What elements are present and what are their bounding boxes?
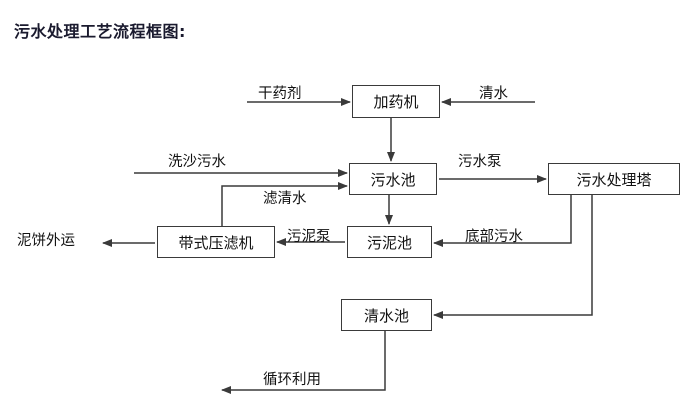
edge-label-wastewater-pump: 污水泵 [458,154,502,170]
node-clean-water-pool[interactable]: 清水池 [341,299,432,331]
node-dosing-machine[interactable]: 加药机 [352,85,440,118]
edge-label-sludge-pump: 污泥泵 [287,229,331,245]
node-label: 污水处理塔 [576,170,652,189]
node-label: 污水池 [370,170,416,189]
node-label: 加药机 [373,93,419,111]
node-belt-filter-press[interactable]: 带式压滤机 [157,226,275,258]
node-sludge-pool[interactable]: 污泥池 [347,226,432,258]
connector-tower-to-sludge-pool [433,195,572,247]
connector-tower-to-clean-water-pool [433,195,593,319]
edge-label-clean-water-in: 清水 [479,86,508,102]
edge-label-recycle-reuse: 循环利用 [263,372,321,388]
node-label: 污泥池 [366,233,412,252]
edge-label-mud-cake-out: 泥饼外运 [17,233,75,249]
node-wastewater-pool[interactable]: 污水池 [349,163,437,195]
node-label: 带式压滤机 [178,233,254,252]
node-label: 清水池 [363,306,409,325]
edge-label-dry-reagent: 干药剂 [258,86,302,102]
edge-label-bottom-wastewater: 底部污水 [465,229,523,245]
node-treatment-tower[interactable]: 污水处理塔 [548,163,680,195]
connector-filtrate-to-wastewater-pool [221,182,348,226]
edge-label-sand-wash-water: 洗沙污水 [168,154,226,170]
page-title: 污水处理工艺流程框图: [14,22,186,41]
edge-label-filtrate-water: 滤清水 [263,191,307,207]
connector-clean-water-to-recycle [221,331,386,394]
